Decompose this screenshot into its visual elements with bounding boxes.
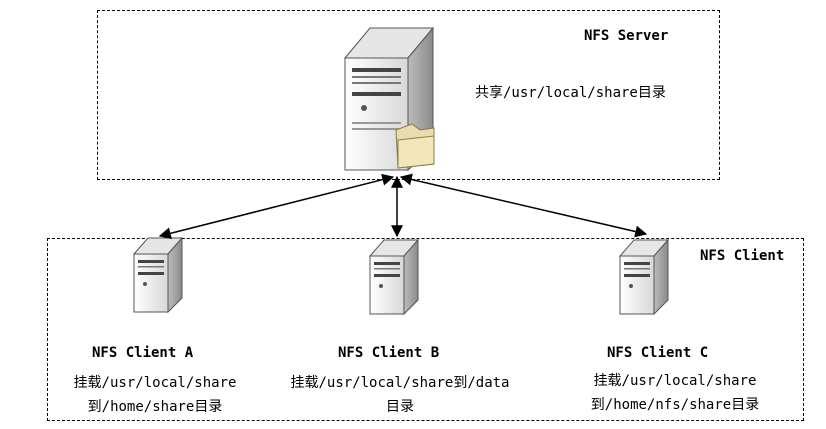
- arrow-server-client-a: [158, 173, 395, 240]
- client-c-line1: 挂载/usr/local/share: [593, 373, 757, 389]
- arrow-server-client-c: [399, 173, 648, 238]
- client-c-tower-icon: [618, 238, 670, 316]
- client-a-tower-icon: [132, 236, 184, 314]
- server-description: 共享/usr/local/share目录: [475, 85, 666, 101]
- client-c-line2: 到/home/nfs/share目录: [590, 397, 760, 413]
- shared-folder-icon: [395, 123, 435, 169]
- client-b-line1: 挂载/usr/local/share到/data: [290, 375, 510, 391]
- server-title: NFS Server: [584, 28, 669, 44]
- client-c-title: NFS Client C: [607, 345, 709, 361]
- server-tower-icon: [343, 26, 435, 172]
- client-b-line2: 目录: [386, 399, 414, 415]
- client-b-title: NFS Client B: [338, 345, 440, 361]
- client-a-title: NFS Client A: [92, 345, 194, 361]
- client-b-tower-icon: [368, 238, 420, 316]
- client-group-title: NFS Client: [700, 248, 785, 264]
- client-a-line1: 挂载/usr/local/share: [73, 375, 237, 391]
- client-a-line2: 到/home/share目录: [87, 399, 223, 415]
- client-boundary: [47, 238, 804, 421]
